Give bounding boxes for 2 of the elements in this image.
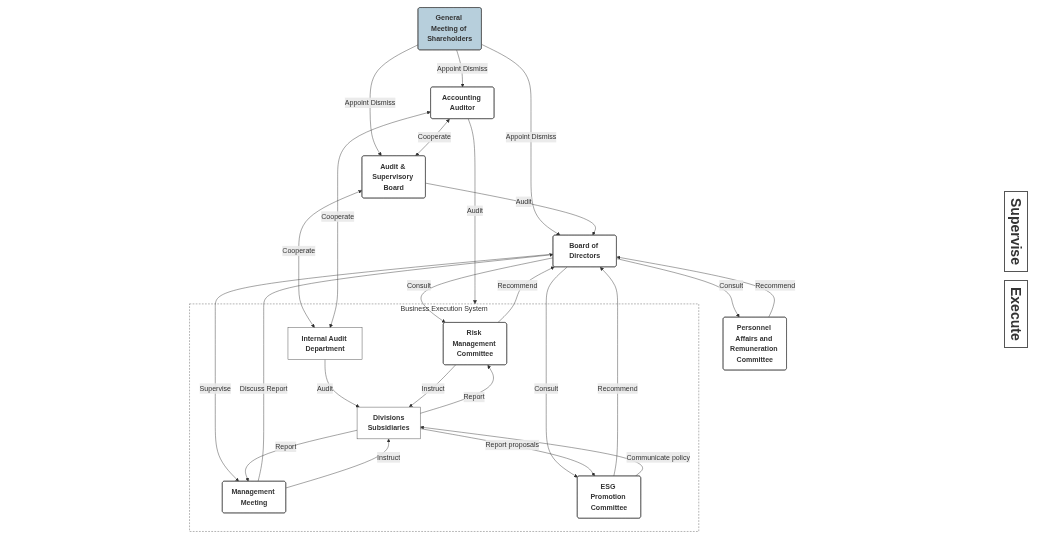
arrow-label: Supervise [1004,191,1028,273]
arrow-label: Execute [1004,280,1028,348]
